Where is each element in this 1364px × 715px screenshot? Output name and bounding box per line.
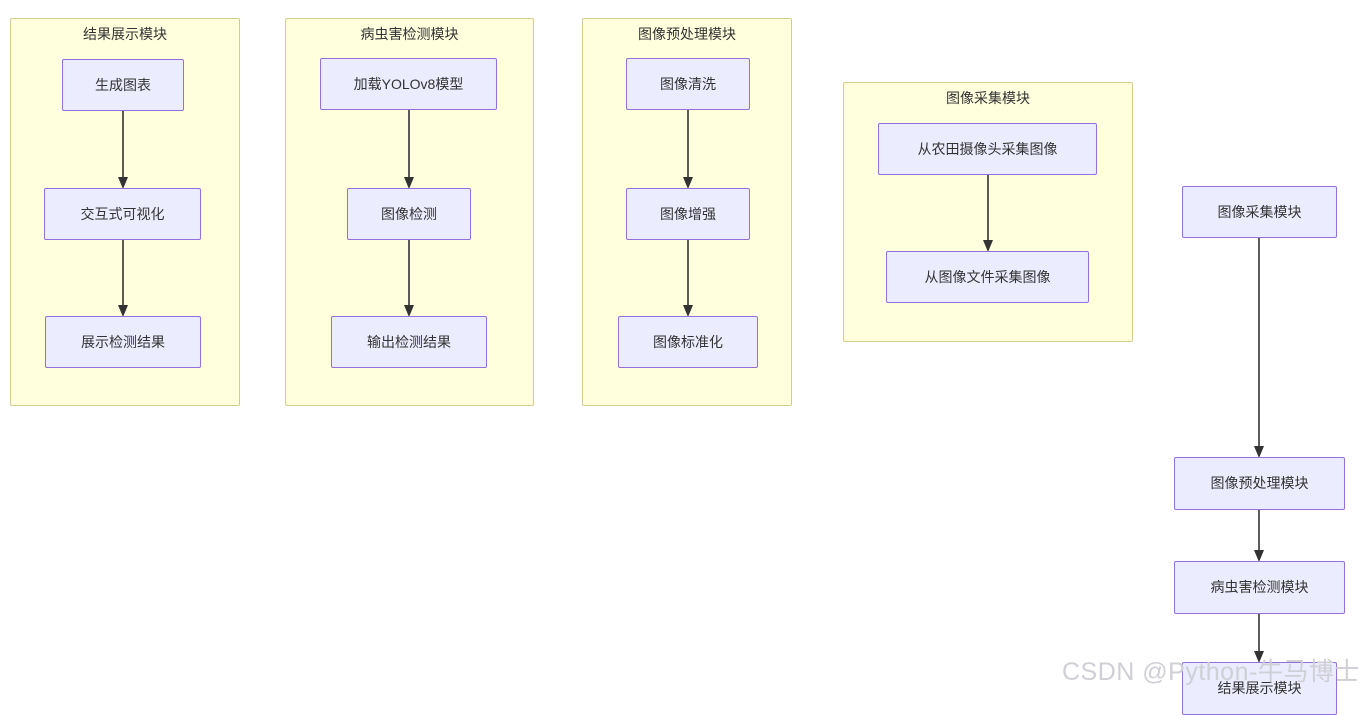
node-image-normalize[interactable]: 图像标准化 bbox=[618, 316, 758, 368]
edge-chain-detection-to-chain-display bbox=[1254, 614, 1264, 663]
node-image-clean[interactable]: 图像清洗 bbox=[626, 58, 750, 110]
node-generate-chart[interactable]: 生成图表 bbox=[62, 59, 184, 111]
node-output-result[interactable]: 输出检测结果 bbox=[331, 316, 487, 368]
node-image-detection[interactable]: 图像检测 bbox=[347, 188, 471, 240]
node-chain-capture[interactable]: 图像采集模块 bbox=[1182, 186, 1337, 238]
cluster-title-image-capture: 图像采集模块 bbox=[946, 90, 1030, 106]
cluster-title-result-display: 结果展示模块 bbox=[83, 26, 167, 42]
node-load-yolov8[interactable]: 加载YOLOv8模型 bbox=[320, 58, 497, 110]
node-chain-display[interactable]: 结果展示模块 bbox=[1182, 662, 1337, 715]
node-capture-from-camera[interactable]: 从农田摄像头采集图像 bbox=[878, 123, 1097, 175]
edge-chain-preprocess-to-chain-detection bbox=[1254, 510, 1264, 562]
node-chain-preprocess[interactable]: 图像预处理模块 bbox=[1174, 457, 1345, 510]
node-capture-from-file[interactable]: 从图像文件采集图像 bbox=[886, 251, 1089, 303]
node-interactive-visual[interactable]: 交互式可视化 bbox=[44, 188, 201, 240]
node-chain-detection[interactable]: 病虫害检测模块 bbox=[1174, 561, 1345, 614]
node-image-enhance[interactable]: 图像增强 bbox=[626, 188, 750, 240]
cluster-image-capture: 图像采集模块 bbox=[843, 82, 1133, 342]
cluster-title-image-preprocess: 图像预处理模块 bbox=[638, 26, 736, 42]
edge-chain-capture-to-chain-preprocess bbox=[1254, 238, 1264, 458]
diagram-canvas: 结果展示模块 生成图表 交互式可视化 展示检测结果 病虫害检测模块 加载YOLO… bbox=[10, 18, 1359, 715]
cluster-title-pest-detection: 病虫害检测模块 bbox=[360, 26, 459, 42]
node-show-detect-result[interactable]: 展示检测结果 bbox=[45, 316, 201, 368]
